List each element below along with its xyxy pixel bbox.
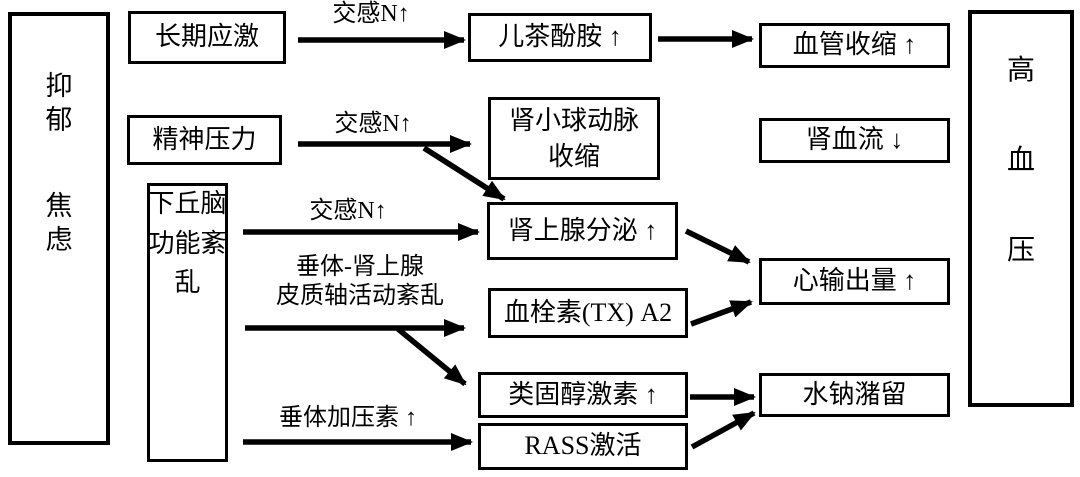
edge-label-pituitary-adrenal-axis: 垂体-肾上腺 皮质轴活动紊乱	[276, 254, 444, 309]
node-vasoconstriction: 血管收缩 ↑	[759, 23, 950, 68]
node-vasoconstriction-label: 血管收缩 ↑	[792, 30, 917, 60]
node-renal-blood-flow-label: 肾血流 ↓	[805, 125, 904, 155]
node-depression-label: 抑郁	[45, 71, 73, 135]
node-hypothalamus-dysfunction-label: 下丘脑功能紊乱	[148, 189, 227, 297]
node-hypothalamus-dysfunction	[147, 183, 228, 462]
node-rass-activation: RASS激活	[478, 423, 688, 470]
node-catecholamine: 儿茶酚胺 ↑	[468, 13, 652, 62]
node-adrenal-secretion: 肾上腺分泌 ↑	[487, 202, 678, 260]
node-hypertension-label: 高血压	[1006, 55, 1035, 266]
arrow-adrenal-to-cardiac-output	[684, 228, 751, 265]
node-cardiac-output: 心输出量 ↑	[759, 258, 950, 305]
node-water-sodium-retention-label: 水钠潴留	[802, 379, 907, 409]
node-mental-pressure-label: 精神压力	[152, 124, 257, 154]
node-cardiac-output-label: 心输出量 ↑	[792, 266, 917, 296]
node-chronic-stress: 长期应激	[128, 11, 286, 64]
node-mental-pressure: 精神压力	[127, 115, 282, 165]
node-rass-activation-label: RASS激活	[524, 431, 642, 461]
arrow-thromboxane-to-cardiac-output	[690, 299, 753, 327]
node-glomerular-artery-constriction: 肾小球动脉 收缩	[488, 97, 660, 180]
node-hypertension	[968, 10, 1074, 407]
node-thromboxane-a2: 血栓素(TX) A2	[488, 288, 688, 338]
node-thromboxane-a2-label: 血栓素(TX) A2	[503, 297, 673, 327]
node-steroid-hormone-label: 类固醇激素 ↑	[508, 379, 658, 409]
node-renal-blood-flow: 肾血流 ↓	[759, 118, 950, 163]
node-depression-anxiety	[8, 12, 110, 445]
edge-label-sympathetic-n-1: 交感N↑	[332, 1, 410, 27]
node-water-sodium-retention: 水钠潴留	[759, 373, 950, 417]
arrow-branch-to-steroid-hormone	[396, 326, 467, 387]
edge-label-sympathetic-n-2: 交感N↑	[334, 111, 412, 137]
edge-label-vasopressin: 垂体加压素 ↑	[279, 405, 417, 431]
node-glomerular-artery-constriction-label: 肾小球动脉 收缩	[508, 105, 639, 171]
edge-label-sympathetic-n-3: 交感N↑	[309, 198, 387, 224]
node-anxiety-label: 焦虑	[45, 191, 73, 255]
node-chronic-stress-label: 长期应激	[154, 22, 259, 52]
node-adrenal-secretion-label: 肾上腺分泌 ↑	[507, 215, 658, 245]
arrow-rass-to-water-sodium	[690, 410, 756, 450]
node-catecholamine-label: 儿茶酚胺 ↑	[498, 22, 622, 52]
node-steroid-hormone: 类固醇激素 ↑	[478, 372, 688, 418]
